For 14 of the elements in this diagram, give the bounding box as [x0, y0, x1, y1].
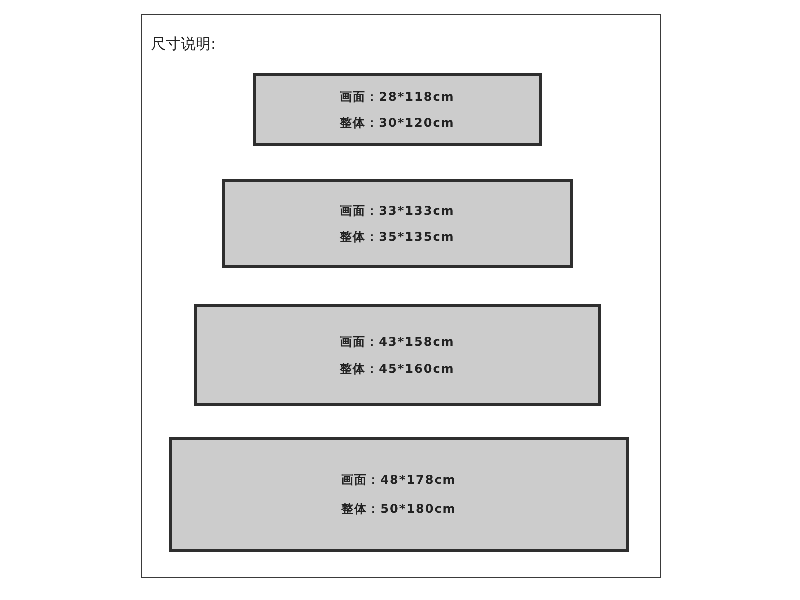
size-label: 画面：48*178cm [342, 473, 456, 487]
size-panel [222, 179, 573, 268]
size-label: 画面：33*133cm [340, 204, 455, 218]
heading: 尺寸说明: [151, 35, 216, 54]
size-panel [194, 304, 601, 406]
frame-border [141, 14, 661, 578]
size-label: 整体：30*120cm [340, 116, 455, 130]
size-label: 整体：50*180cm [342, 502, 456, 516]
size-panel [253, 73, 542, 146]
size-label: 整体：35*135cm [340, 230, 455, 244]
size-panel [169, 437, 629, 552]
size-label: 画面：43*158cm [340, 334, 455, 348]
size-label: 画面：28*118cm [340, 90, 455, 104]
size-label: 整体：45*160cm [340, 362, 455, 376]
